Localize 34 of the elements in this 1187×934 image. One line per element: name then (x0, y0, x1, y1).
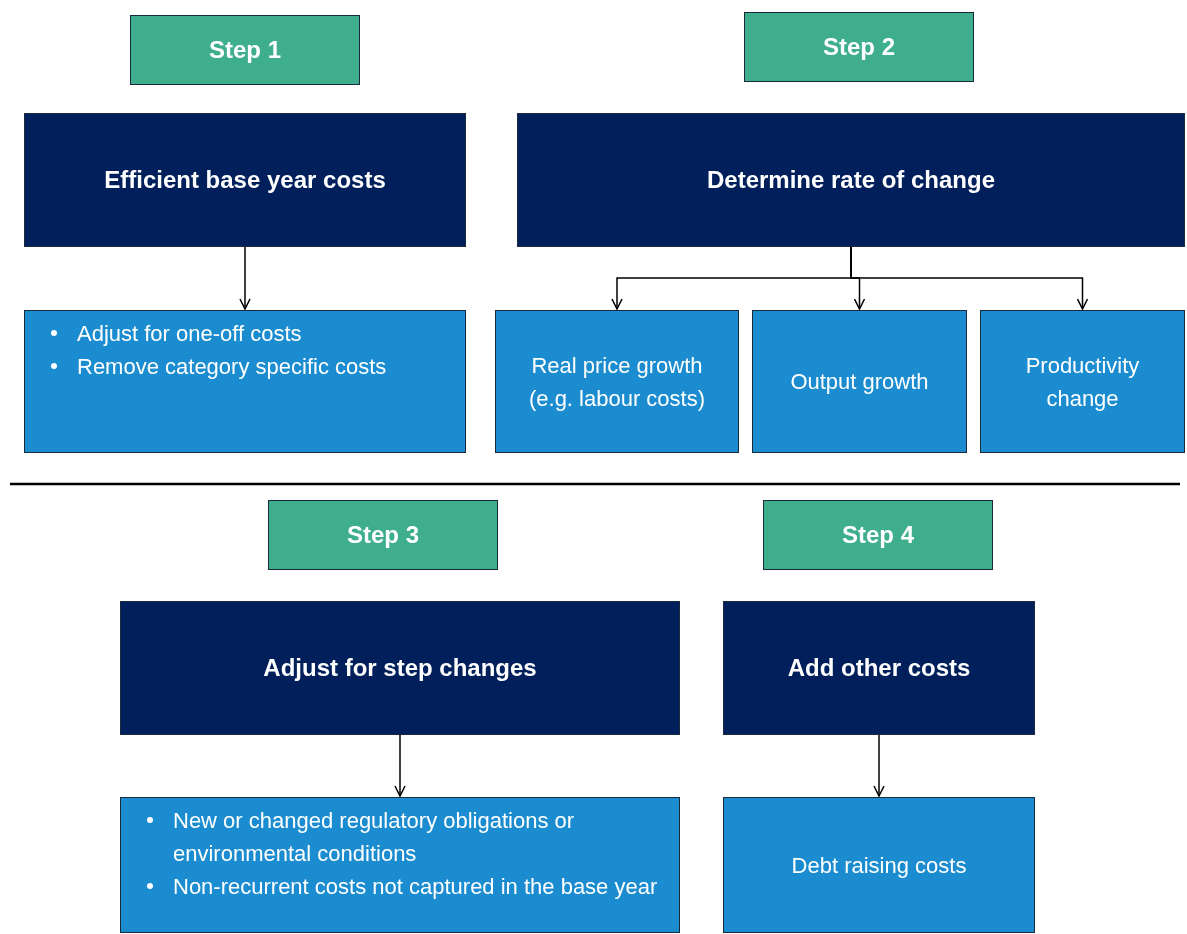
box-text: Adjust for step changes (263, 653, 537, 683)
stage-header-box (120, 601, 680, 735)
component-box (495, 310, 739, 453)
stage-header-box (24, 113, 466, 247)
box-text: Output growth (790, 368, 929, 396)
step-label (130, 15, 360, 85)
step-label (763, 500, 993, 570)
step-label (744, 12, 974, 82)
bullet-item: Non-recurrent costs not captured in the base year (173, 873, 658, 901)
box-text: Real price growth (e.g. labour costs) (527, 351, 707, 413)
box-text: Efficient base year costs (104, 165, 386, 195)
box-text: Determine rate of change (706, 165, 996, 195)
box-text: Step 2 (823, 32, 895, 62)
bullet-item: Adjust for one-off costs (77, 320, 302, 348)
bullet-item: New or changed regulatory obligations or environmental conditions (173, 807, 576, 868)
box-text: Productivity change (1024, 351, 1141, 413)
component-box (723, 797, 1035, 933)
box-text: Add other costs (787, 653, 971, 683)
arrow (873, 734, 885, 797)
arrow (394, 734, 406, 797)
bullet-list-box (120, 797, 680, 933)
arrow (239, 246, 251, 310)
bullet-item: Remove category specific costs (77, 353, 387, 381)
component-box (752, 310, 967, 453)
bullet-list-box (24, 310, 466, 453)
stage-header-box (517, 113, 1185, 247)
stage-header-box (723, 601, 1035, 735)
arrow (850, 246, 1089, 310)
box-text: Step 3 (347, 520, 419, 550)
step-label (268, 500, 498, 570)
box-text: Step 4 (842, 520, 914, 550)
box-text: Debt raising costs (791, 851, 967, 880)
box-text: Step 1 (209, 35, 281, 65)
component-box (980, 310, 1185, 453)
